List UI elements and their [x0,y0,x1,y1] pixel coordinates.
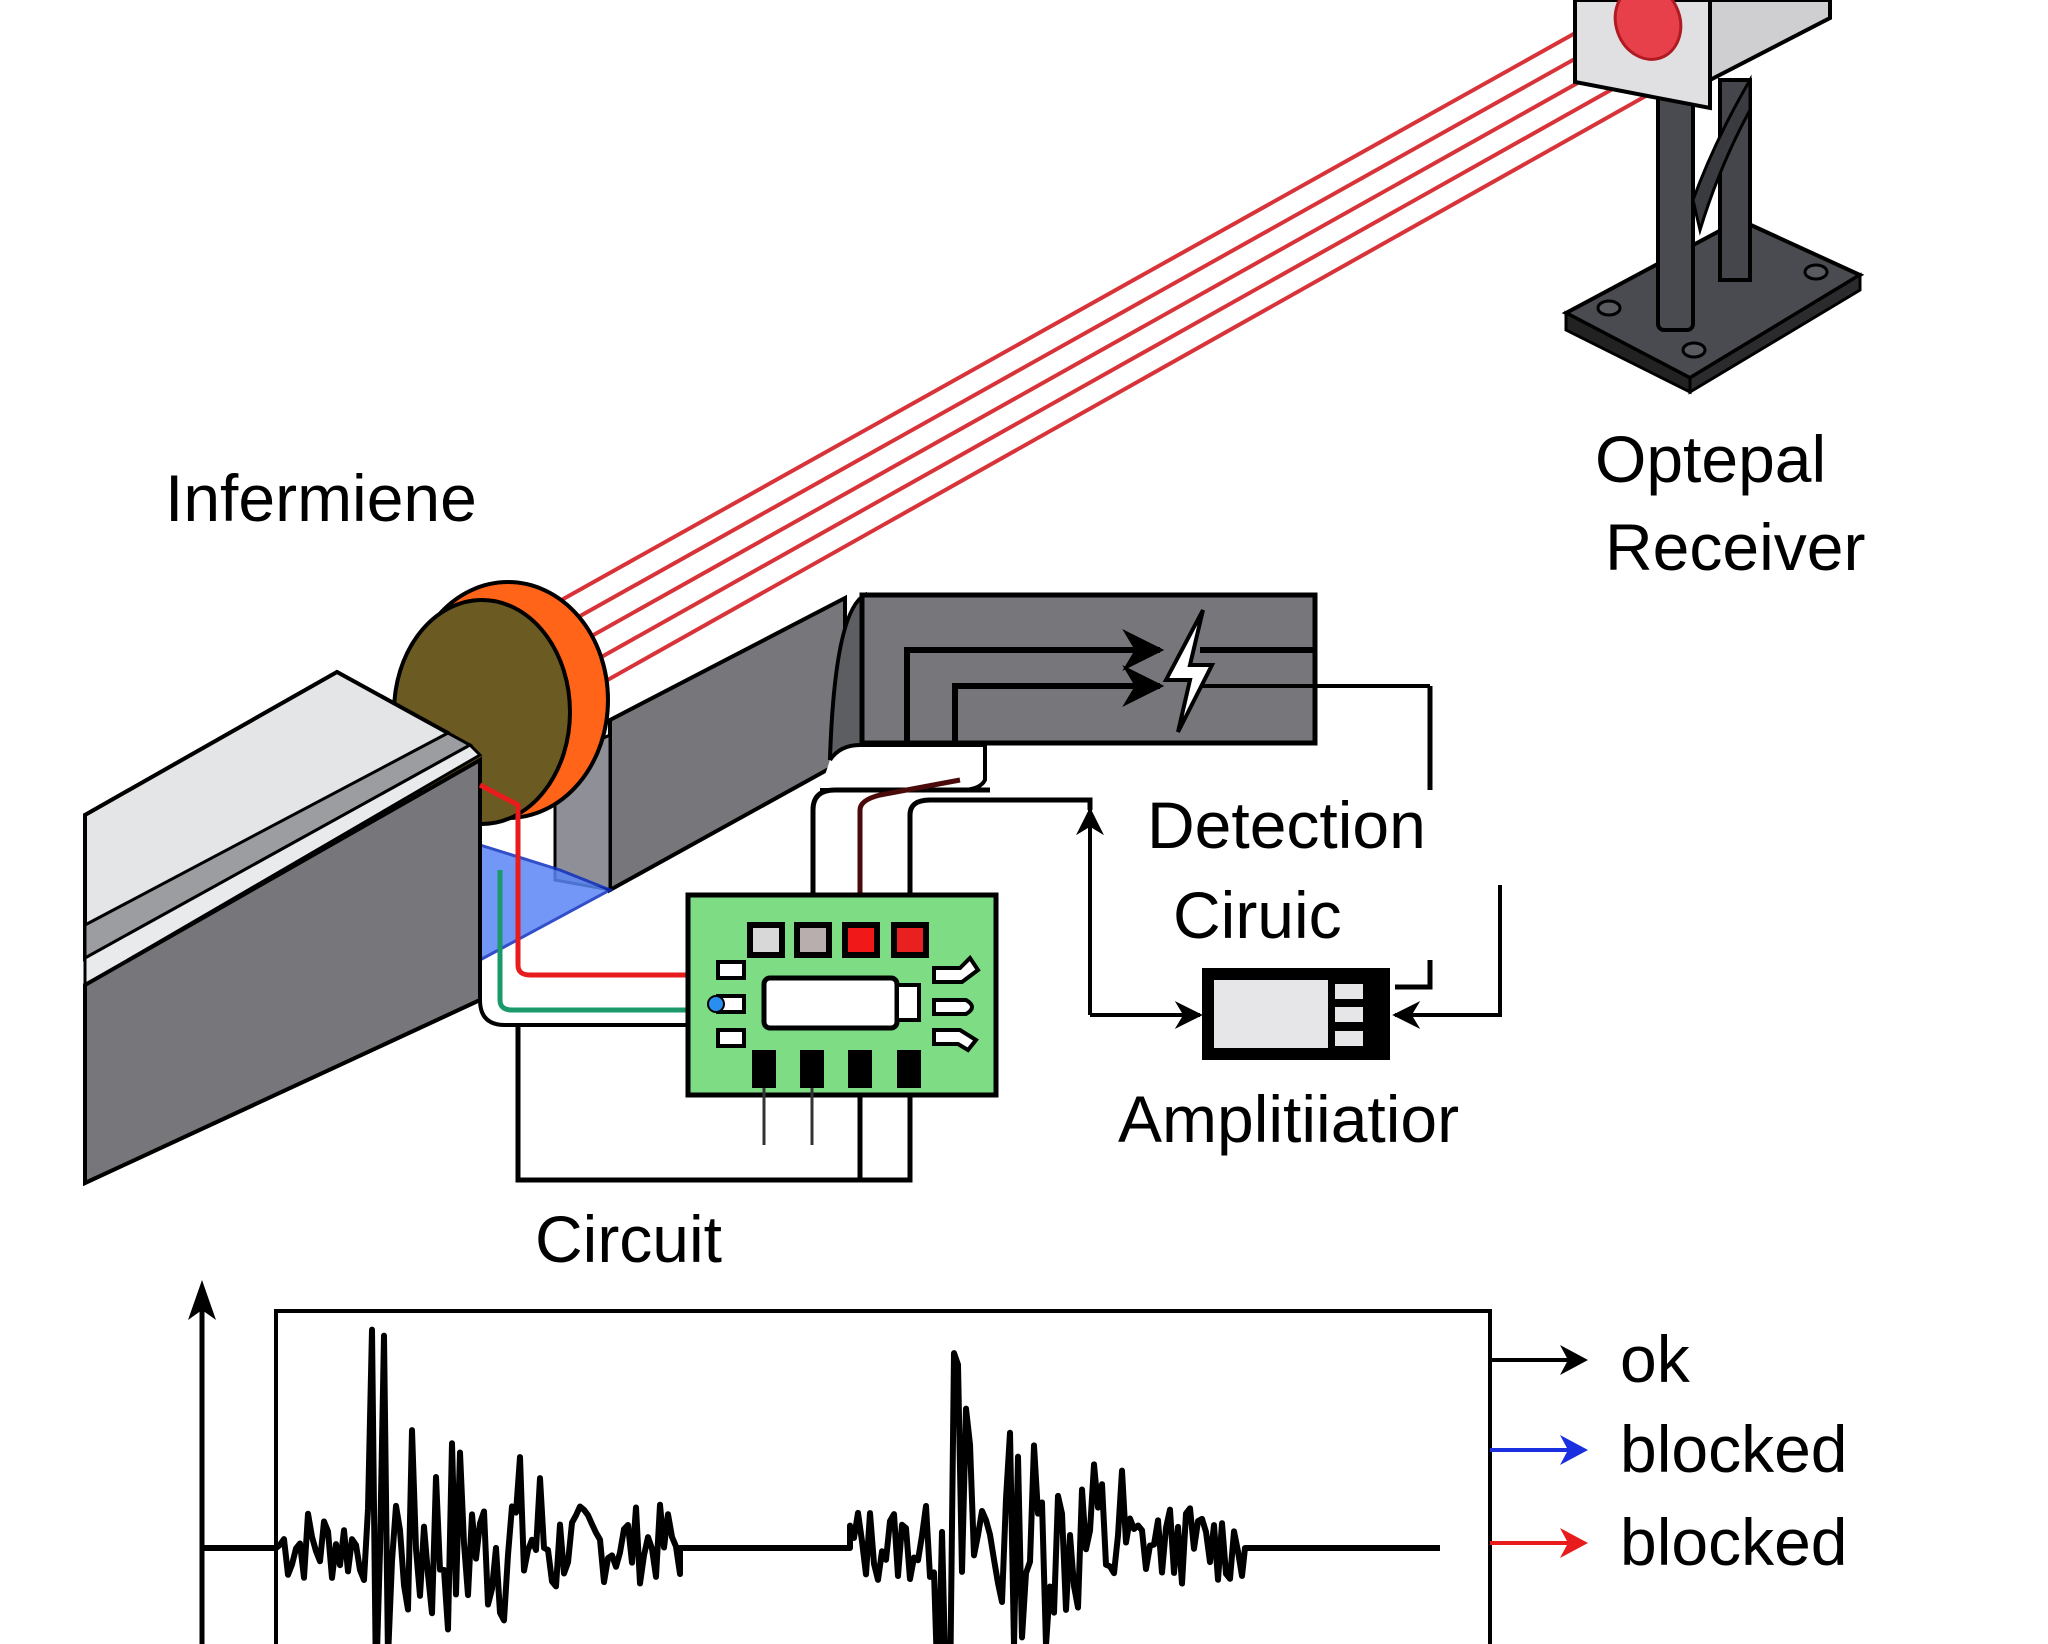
emitter-label: Infermiene [165,461,477,535]
receiver-label-line2: Receiver [1605,510,1865,584]
waveform-trace [202,1326,1440,1644]
pcb-chip-tab [895,983,921,1022]
wire-green [497,870,715,1013]
pcb-pad [794,922,832,958]
pcb-lead [932,998,974,1016]
laser-beam [547,26,1631,636]
arrow-right-icon [1560,1528,1588,1558]
receiver-label-line1: Optepal [1595,422,1826,496]
receiver-base-plate [1561,217,1865,381]
signal-panel [188,1280,1492,1644]
pcb-pin [897,1050,921,1088]
housing-wire-2 [952,665,1165,760]
pcb-lead [716,1028,746,1048]
receiver-post [1656,83,1695,332]
pcb-right-leads [932,954,981,1053]
rail-lip-cover [83,743,483,988]
legend-label: blocked [1620,1412,1848,1486]
receiver-housing-side [1708,0,1832,84]
pcb-bottom-pins [752,1050,921,1145]
emitter-lens [83,580,610,1187]
pcb-lead [932,1028,979,1053]
amplifier [1202,968,1390,1060]
pcb-pad [747,922,785,958]
arrow-up-icon [188,1280,216,1320]
amplifier-slot [1335,1007,1363,1022]
housing-wire-1 [904,629,1165,760]
detection-label-line1: Detection [1147,788,1426,862]
detection-label-bg [1140,790,1485,960]
receiver-lens [1613,0,1683,61]
pcb-pin [800,1050,824,1088]
mount-hole [1596,299,1622,317]
amplifier-label: Amplitiiatior [1118,1082,1459,1156]
arrow-right-icon [1560,1345,1588,1375]
legend-label: ok [1620,1322,1691,1396]
legend-label: blocked [1620,1505,1848,1579]
mount-hole [1803,263,1829,281]
arrow-right-icon [1560,1435,1588,1465]
wire-black-loop [478,960,715,1027]
pcb-lead [716,960,746,980]
laser-beam [555,46,1641,658]
receiver-brace [1691,74,1752,236]
pcb-pad [891,922,929,958]
amplifier-screen [1214,980,1328,1048]
wiring [478,686,1502,1183]
legend: ok blocked blocked [1490,1322,1848,1579]
circuit-board [685,892,999,1145]
pcb-wire-1 [810,787,990,895]
laser-beam [539,6,1621,614]
laser-beams [539,6,1661,702]
lightning-bolt-icon [1162,609,1216,733]
detection-label-line2: Ciruic [1173,878,1342,952]
pcb-lead [932,954,981,984]
pcb-wire-3 [907,797,1093,895]
circuit-loop [515,1025,913,1183]
rail-side-right [608,594,847,894]
signal-box [274,1309,1492,1644]
laser-beam [571,86,1661,702]
pcb-pad [842,922,880,958]
pcb-left-leads [707,960,746,1048]
laser-beam [563,66,1651,680]
amplifier-slot [1335,1031,1363,1046]
pcb-chip [761,975,900,1031]
optical-receiver [1561,0,1865,395]
receiver-base-edge-right [1688,272,1862,395]
pcb-led-blue [707,995,725,1013]
amp-in-right [1392,885,1502,1029]
pcb-wire-2 [857,777,961,895]
pcb-pin [752,1050,776,1088]
detection-housing [820,591,1430,792]
pcb-pin [848,1050,872,1088]
pcb-top-pads [747,922,929,958]
housing-connector [820,743,987,792]
wire-red [478,782,715,978]
mount-hole [1681,341,1707,359]
amplifier-slot [1335,984,1363,999]
amp-right-top [1395,686,1433,990]
housing-body [859,592,1318,746]
circuit-label: Circuit [535,1202,722,1276]
